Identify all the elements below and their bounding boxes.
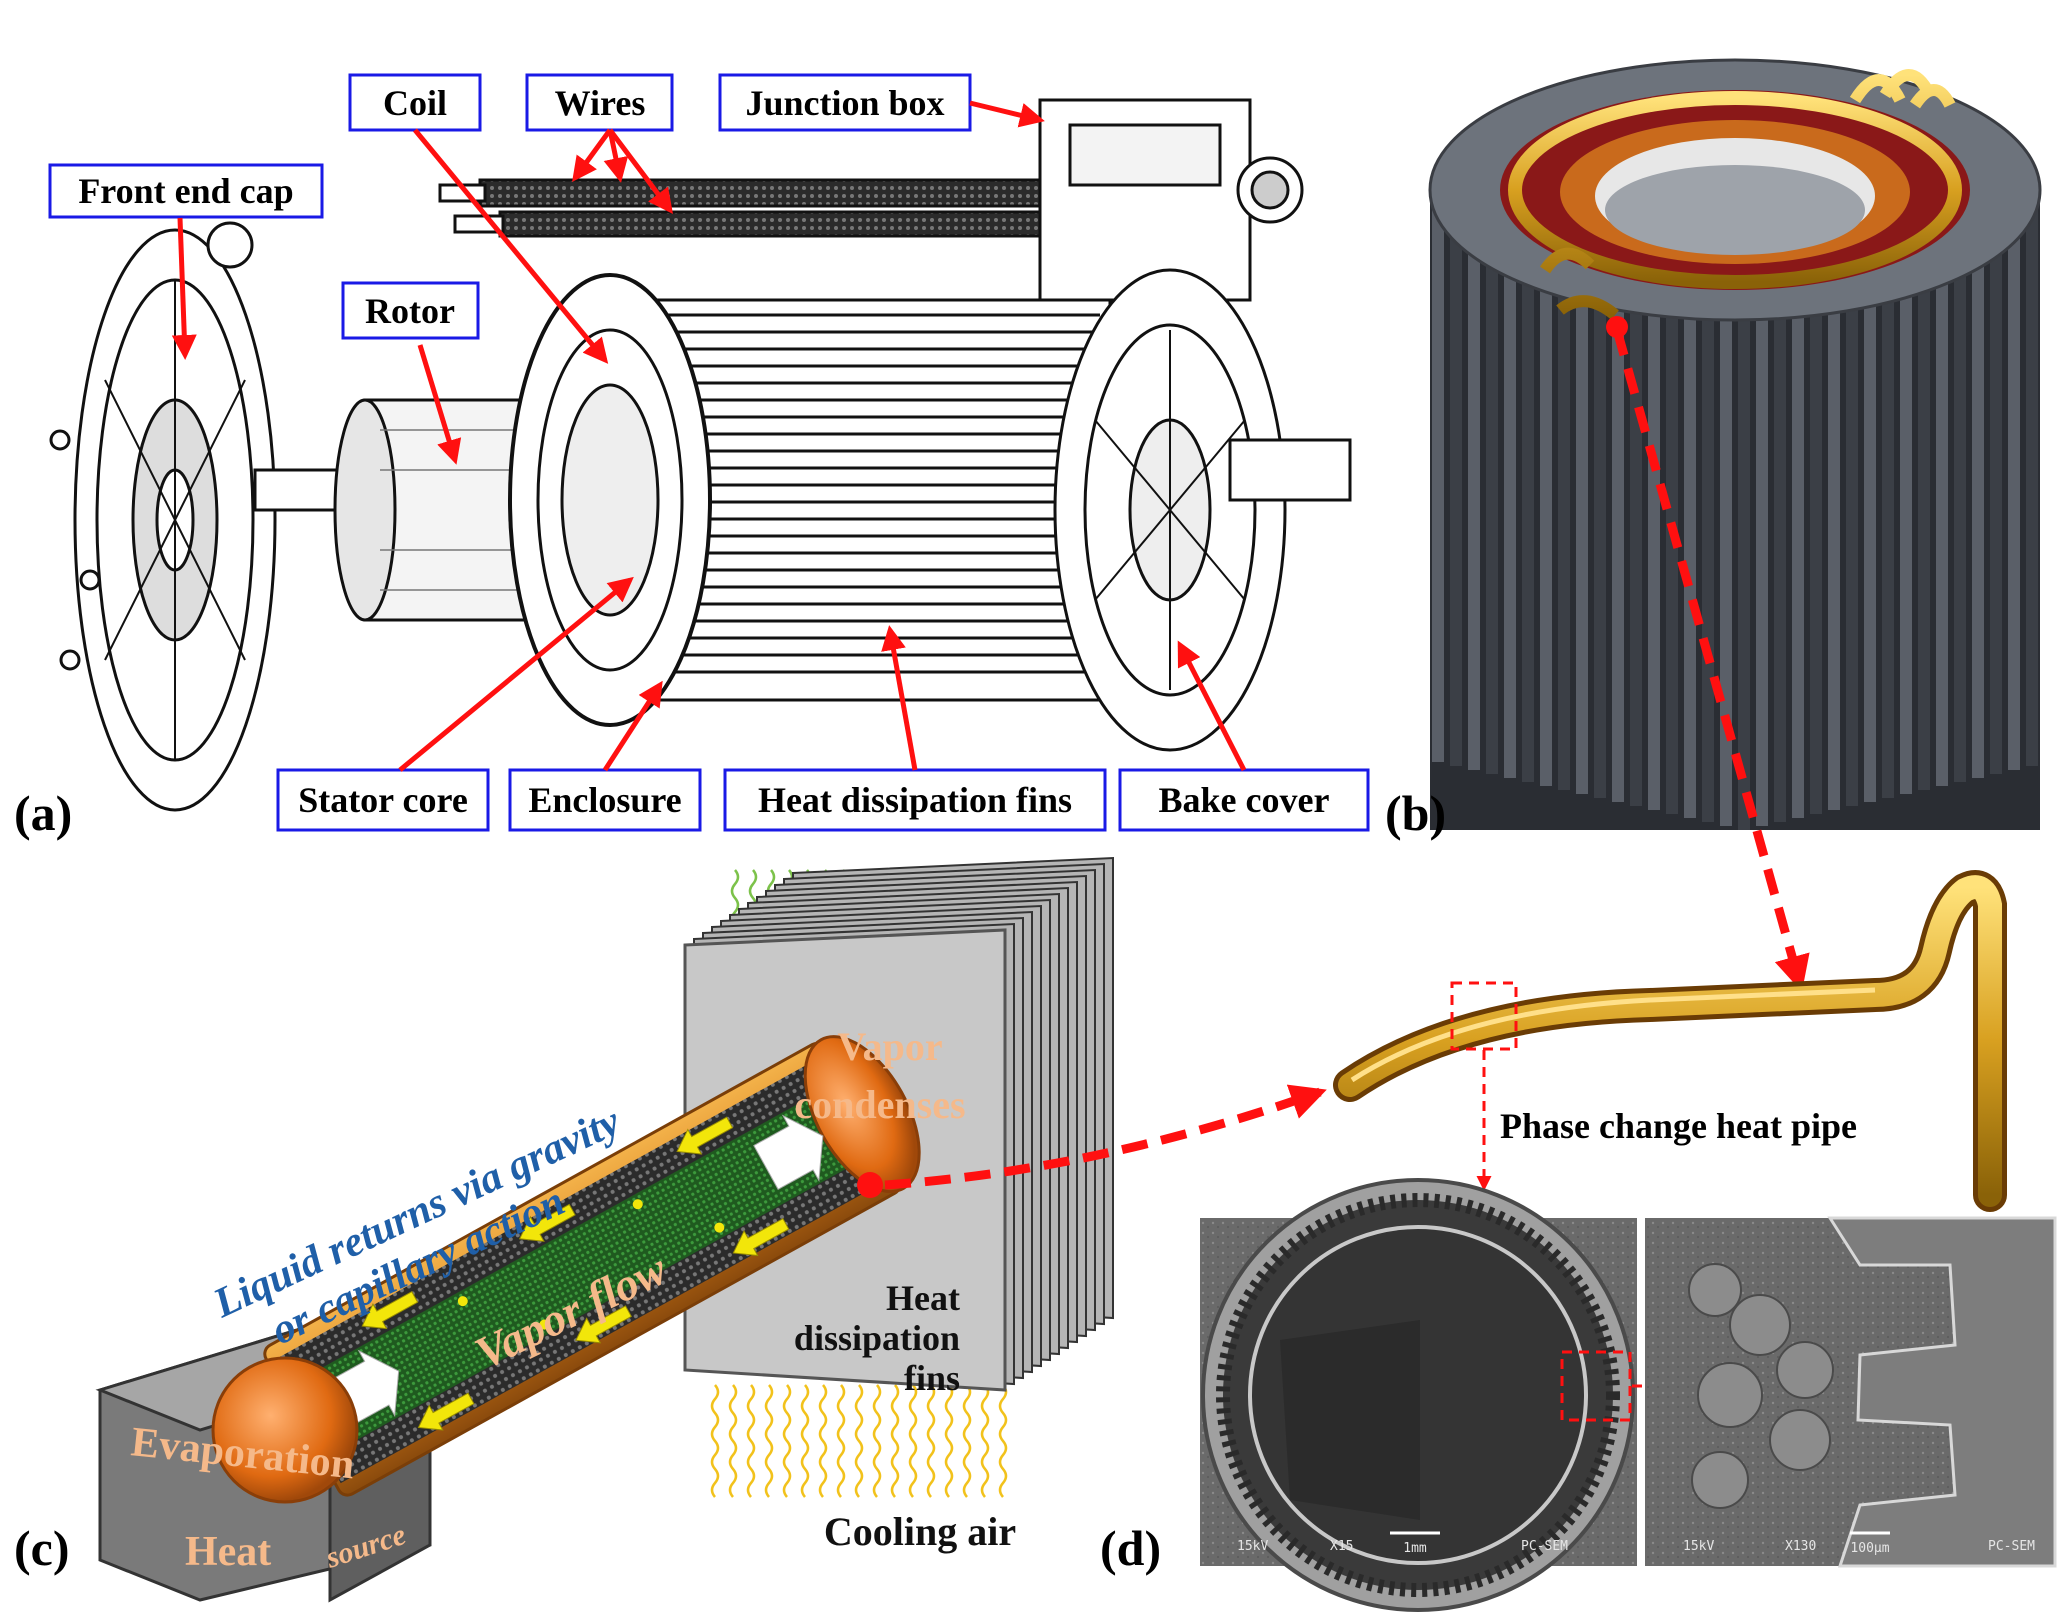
motor-label-front-end-cap: Front end cap [48, 163, 324, 219]
finned-housing-render [1428, 58, 2042, 830]
svg-text:Bake cover: Bake cover [1159, 780, 1330, 820]
svg-text:X15: X15 [1330, 1539, 1353, 1554]
motor-label-heat-dissipation-fins: Heat dissipation fins [723, 768, 1107, 832]
panel-label-b: (b) [1385, 785, 1446, 841]
svg-text:Stator core: Stator core [298, 780, 468, 820]
motor-pointer-arrows [171, 100, 1247, 772]
motor-label-coil: Coil [348, 73, 482, 132]
sem-image-right: 15kV X130 100μm PC-SEM [1645, 1216, 2057, 1568]
fins-label-2: dissipation [794, 1318, 960, 1358]
svg-text:Enclosure: Enclosure [528, 780, 681, 820]
heat-pipe-cutaway [263, 1035, 921, 1497]
motor-label-bake-cover: Bake cover [1118, 768, 1370, 832]
svg-text:1mm: 1mm [1403, 1541, 1427, 1556]
panel-label-c: (c) [14, 1520, 70, 1576]
motor-label-junction-box: Junction box [718, 73, 972, 132]
vapor-condenses-label-1: Vapor [837, 1024, 942, 1069]
svg-text:Junction box: Junction box [745, 83, 944, 123]
phase-change-heat-pipe-render [1333, 870, 2007, 1212]
junction-box-drawing [1038, 98, 1304, 302]
vapor-condenses-label-2: condenses [794, 1082, 965, 1127]
front-end-cap-drawing [49, 221, 277, 812]
svg-text:15kV: 15kV [1237, 1539, 1268, 1554]
svg-text:15kV: 15kV [1683, 1539, 1714, 1554]
heat-pipe-location-arrow [1606, 316, 1810, 992]
fins-label-1: Heat [886, 1278, 960, 1318]
motor-label-stator-core: Stator core [276, 768, 490, 832]
svg-text:PC-SEM: PC-SEM [1988, 1539, 2035, 1554]
motor-label-rotor: Rotor [341, 281, 480, 340]
panel-label-a: (a) [14, 785, 72, 841]
heat-pipe-section-marker [1450, 981, 1518, 1051]
svg-text:PC-SEM: PC-SEM [1521, 1539, 1568, 1554]
cooling-air-label: Cooling air [824, 1509, 1016, 1554]
svg-text:Front end cap: Front end cap [78, 171, 293, 211]
svg-text:X130: X130 [1785, 1539, 1816, 1554]
heat-label: Heat [185, 1529, 271, 1575]
fins-label-3: fins [904, 1358, 960, 1398]
heat-pipe-schematic [95, 856, 1114, 1603]
svg-text:Wires: Wires [555, 83, 646, 123]
bake-cover-drawing [1053, 268, 1352, 752]
motor-exploded-drawing [49, 98, 1352, 812]
panel-label-d: (d) [1100, 1520, 1161, 1576]
sem-image-left: 15kV X15 1mm PC-SEM [1200, 1178, 1637, 1612]
wires-drawing [438, 178, 1042, 238]
svg-text:Heat dissipation fins: Heat dissipation fins [758, 780, 1072, 820]
svg-text:100μm: 100μm [1850, 1541, 1889, 1556]
motor-label-enclosure: Enclosure [508, 768, 702, 832]
heat-pipe-end-cap [211, 1356, 359, 1504]
svg-text:Coil: Coil [383, 83, 447, 123]
heat-pipe-label: Phase change heat pipe [1500, 1106, 1857, 1146]
finned-housing-drawing [508, 273, 1112, 727]
schematic-to-heat-pipe-arrow [857, 1084, 1327, 1198]
motor-label-wires: Wires [525, 73, 674, 132]
svg-text:Rotor: Rotor [365, 291, 455, 331]
